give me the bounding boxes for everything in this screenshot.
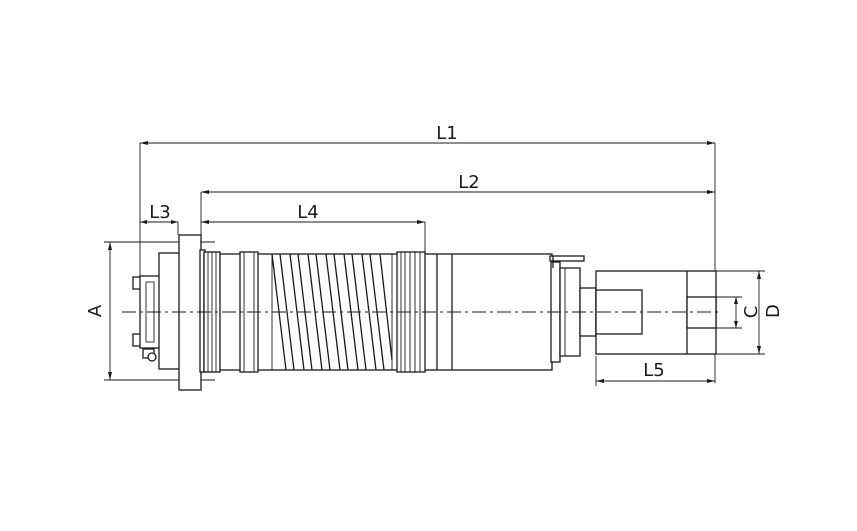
flange-body [158, 252, 181, 370]
label-l5: L5 [643, 360, 664, 381]
label-a: A [85, 304, 106, 317]
cable-connector [549, 255, 585, 262]
label-c: C [741, 306, 762, 319]
dimension-lines [104, 141, 765, 386]
label-l3: L3 [149, 202, 170, 223]
label-l2: L2 [458, 172, 479, 193]
label-d: D [763, 304, 784, 318]
label-l1: L1 [436, 123, 457, 144]
label-l4: L4 [297, 202, 318, 223]
